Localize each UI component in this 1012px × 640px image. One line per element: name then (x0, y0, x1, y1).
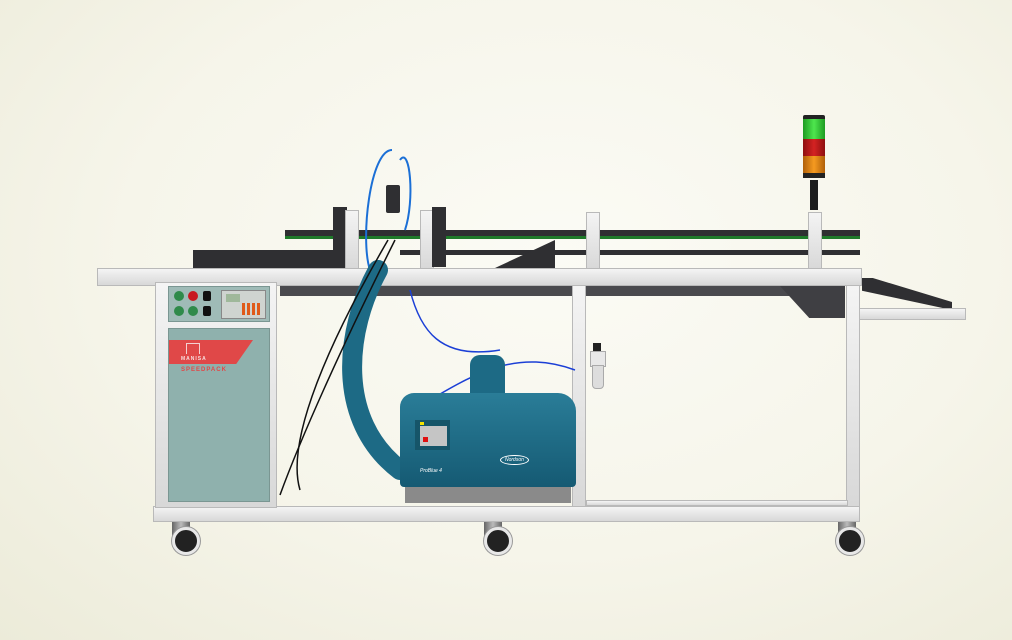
melter-control-panel[interactable] (415, 420, 450, 450)
caster-middle (484, 527, 512, 555)
infeed-belt (193, 250, 353, 268)
caster-left (172, 527, 200, 555)
cabinet-door[interactable]: MANISA SPEEDPACK (168, 328, 270, 502)
green-guide-strip (285, 236, 860, 239)
selector-switch-1[interactable] (203, 291, 211, 301)
lower-guide-rail (400, 250, 860, 255)
stack-light-pole (810, 180, 818, 210)
stack-light (803, 115, 825, 180)
bracket-left (333, 207, 347, 267)
lcd-controller[interactable] (221, 290, 266, 319)
control-panel (168, 286, 270, 322)
caster-right (836, 527, 864, 555)
product-label: SPEEDPACK (181, 367, 227, 373)
bracket-right (432, 207, 446, 267)
nordson-logo: Nordson (500, 455, 529, 465)
stack-light-red (803, 139, 825, 156)
air-filter-regulator[interactable] (590, 343, 606, 398)
manisa-logo-icon (186, 343, 200, 354)
lcd-screen (226, 294, 240, 302)
glue-melter-unit: Nordson ProBlue 4 (400, 355, 576, 505)
start-button[interactable] (174, 291, 184, 301)
brand-label: MANISA (181, 356, 207, 362)
status-led-red (423, 437, 428, 442)
conveyor-underside (280, 286, 845, 296)
upper-guide-rail (285, 230, 860, 236)
stack-light-amber (803, 156, 825, 173)
top-frame-rail (97, 268, 862, 286)
button-green-2[interactable] (174, 306, 184, 316)
melter-base (405, 487, 571, 503)
stack-light-green (803, 119, 825, 139)
bottom-frame-rail (153, 506, 860, 522)
button-green-3[interactable] (188, 306, 198, 316)
lower-shelf-rail (586, 500, 848, 506)
status-led-yellow (420, 422, 424, 425)
melter-display (420, 426, 447, 446)
selector-switch-2[interactable] (203, 306, 211, 316)
glue-gun-head (386, 185, 400, 213)
control-cabinet: MANISA SPEEDPACK (155, 282, 277, 508)
stop-button[interactable] (188, 291, 198, 301)
keypad (242, 303, 262, 315)
model-logo: ProBlue 4 (420, 468, 442, 474)
